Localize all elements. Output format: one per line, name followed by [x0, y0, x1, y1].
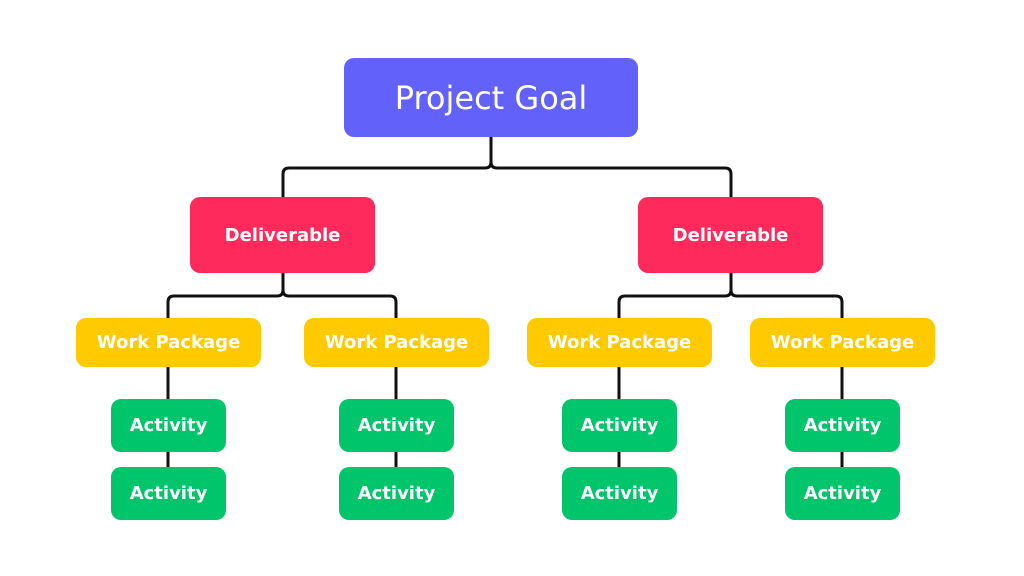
connector-deliverable-1 [166, 273, 398, 318]
connector-wp-activities [166, 367, 844, 467]
activity-node: Activity [339, 467, 454, 520]
activity-node: Activity [785, 399, 900, 452]
activity-node: Activity [562, 399, 677, 452]
activity-label: Activity [357, 483, 436, 504]
activity-label: Activity [580, 483, 659, 504]
activity-label: Activity [803, 483, 882, 504]
work-package-label: Work Package [96, 332, 241, 353]
activity-node: Activity [339, 399, 454, 452]
work-package-node: Work Package [750, 318, 935, 367]
activity-label: Activity [129, 415, 208, 436]
connector-deliverable-2 [617, 273, 844, 318]
project-goal-node: Project Goal [344, 58, 638, 137]
deliverable-node: Deliverable [638, 197, 823, 273]
activity-label: Activity [129, 483, 208, 504]
work-package-label: Work Package [770, 332, 915, 353]
activity-label: Activity [580, 415, 659, 436]
activity-label: Activity [803, 415, 882, 436]
work-package-label: Work Package [324, 332, 469, 353]
connector-goal-deliverables [281, 137, 733, 197]
deliverable-node: Deliverable [190, 197, 375, 273]
project-goal-label: Project Goal [394, 78, 588, 117]
work-package-node: Work Package [527, 318, 712, 367]
activity-node: Activity [111, 467, 226, 520]
activity-node: Activity [111, 399, 226, 452]
work-package-node: Work Package [304, 318, 489, 367]
activity-node: Activity [785, 467, 900, 520]
activity-node: Activity [562, 467, 677, 520]
work-package-label: Work Package [547, 332, 692, 353]
deliverable-label: Deliverable [672, 224, 789, 246]
activity-label: Activity [357, 415, 436, 436]
work-package-node: Work Package [76, 318, 261, 367]
deliverable-label: Deliverable [224, 224, 341, 246]
